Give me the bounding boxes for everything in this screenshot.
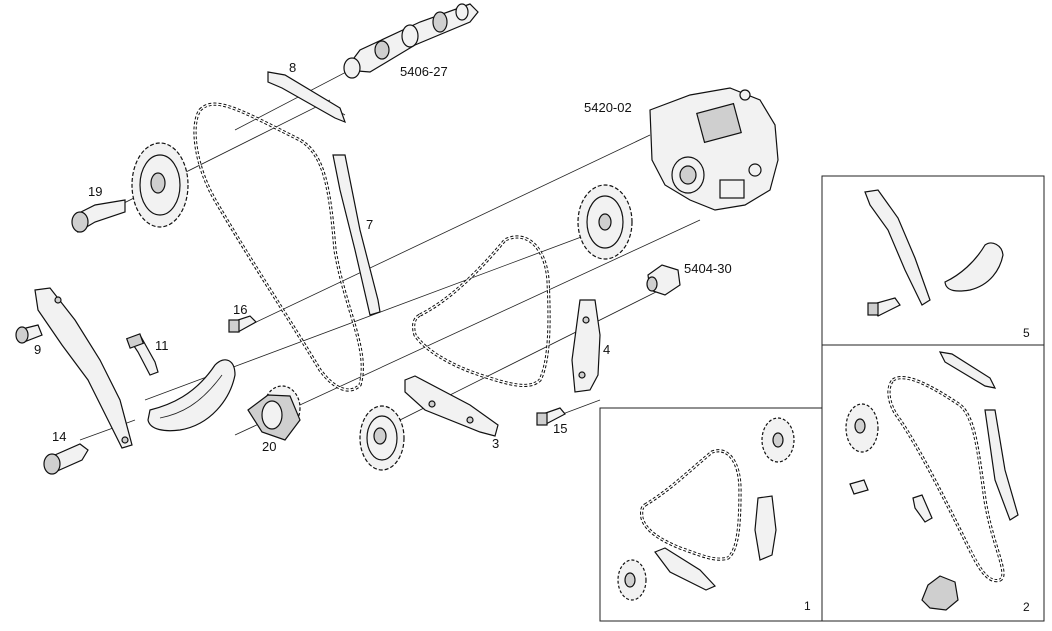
label-8: 8 (289, 60, 296, 75)
timing-chain-lower (412, 235, 551, 387)
inset-5-number: 5 (1023, 326, 1030, 340)
label-7: 7 (366, 217, 373, 232)
label-injection-pump: 5420-02 (584, 100, 632, 115)
label-14: 14 (52, 429, 66, 444)
inset-5-frame (821, 175, 1045, 346)
inset-1-number: 1 (804, 599, 811, 613)
tensioner-rail-14 (34, 287, 133, 449)
label-11: 11 (155, 338, 169, 353)
bolt-19 (71, 199, 126, 233)
label-19: 19 (88, 184, 102, 199)
inset-1-parts (617, 417, 795, 601)
label-9: 9 (34, 342, 41, 357)
timing-chain-upper (193, 102, 364, 392)
bolt-16 (228, 315, 257, 333)
inset-5-parts (864, 189, 1004, 317)
guide-rail-3 (404, 375, 499, 437)
inset-2-number: 2 (1023, 600, 1030, 614)
crankshaft-gear-20 (247, 385, 301, 441)
bolt-15 (536, 407, 566, 426)
curved-guide (147, 359, 236, 432)
label-15: 15 (553, 421, 567, 436)
camshaft (343, 3, 479, 79)
label-20: 20 (262, 439, 276, 454)
label-camshaft: 5406-27 (400, 64, 448, 79)
tensioner-11 (125, 333, 159, 376)
camshaft-sprocket (131, 142, 189, 228)
pump-seal (646, 264, 681, 296)
lower-sprocket (359, 405, 405, 471)
guide-rail-4 (571, 299, 601, 393)
injection-pump (649, 87, 779, 211)
bolt-14 (43, 443, 89, 475)
label-pump-seal: 5404-30 (684, 261, 732, 276)
label-16: 16 (233, 302, 247, 317)
guide-8 (267, 71, 347, 124)
part-9 (15, 324, 43, 344)
label-4: 4 (603, 342, 610, 357)
label-3: 3 (492, 436, 499, 451)
pump-sprocket (577, 184, 633, 260)
inset-2-parts (845, 351, 1019, 611)
guide-rail-7 (332, 154, 381, 316)
